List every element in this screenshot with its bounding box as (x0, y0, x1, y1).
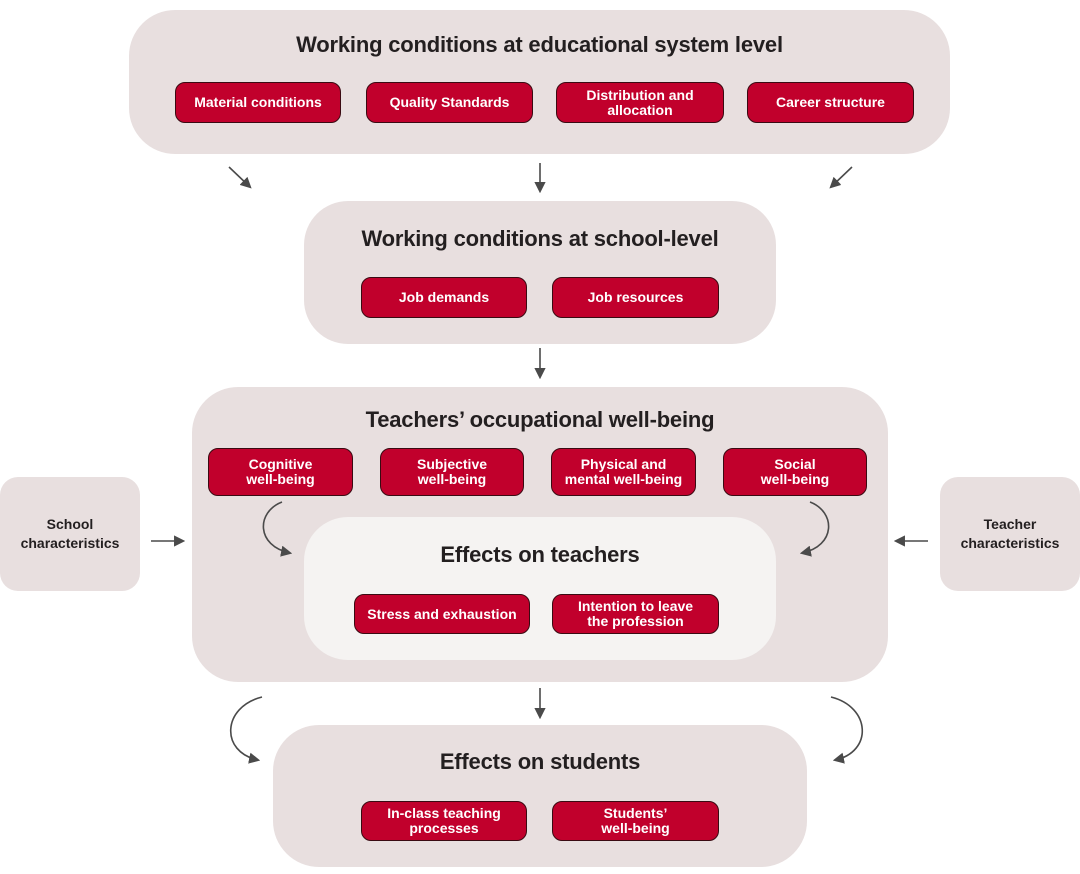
chip-career-structure: Career structure (747, 82, 914, 123)
teacher-characteristics-box: Teacher characteristics (940, 477, 1080, 591)
chip-subjective-wellbeing: Subjective well-being (380, 448, 524, 496)
effects-teachers-title: Effects on teachers (440, 542, 640, 567)
chip-students-wellbeing: Students’ well-being (552, 801, 719, 841)
chip-social-wellbeing: Social well-being (723, 448, 867, 496)
school-level-title: Working conditions at school-level (361, 226, 719, 251)
effects-teachers-panel: Effects on teachers (304, 517, 776, 660)
arrow-curve-left-inner (262, 501, 293, 557)
arrow-curve-right-outer (830, 696, 864, 764)
effects-students-title: Effects on students (439, 749, 641, 774)
system-level-title: Working conditions at educational system… (296, 32, 783, 57)
arrow-system-right (829, 166, 853, 189)
school-level-panel: Working conditions at school-level (304, 201, 776, 344)
chip-job-resources: Job resources (552, 277, 719, 318)
chip-intention-leave: Intention to leave the profession (552, 594, 719, 634)
arrow-curve-right-inner (799, 501, 830, 557)
arrow-system-left (228, 166, 252, 189)
chip-stress-exhaustion: Stress and exhaustion (354, 594, 530, 634)
effects-students-panel: Effects on students (273, 725, 807, 867)
chip-cognitive-wellbeing: Cognitive well-being (208, 448, 353, 496)
chip-material-conditions: Material conditions (175, 82, 341, 123)
chip-quality-standards: Quality Standards (366, 82, 533, 123)
chip-physical-mental-wellbeing: Physical and mental well-being (551, 448, 696, 496)
wellbeing-title: Teachers’ occupational well-being (365, 407, 715, 432)
school-characteristics-box: School characteristics (0, 477, 140, 591)
arrow-curve-left-outer (229, 696, 263, 764)
chip-in-class-teaching: In-class teaching processes (361, 801, 527, 841)
chip-job-demands: Job demands (361, 277, 527, 318)
chip-distribution-allocation: Distribution and allocation (556, 82, 724, 123)
